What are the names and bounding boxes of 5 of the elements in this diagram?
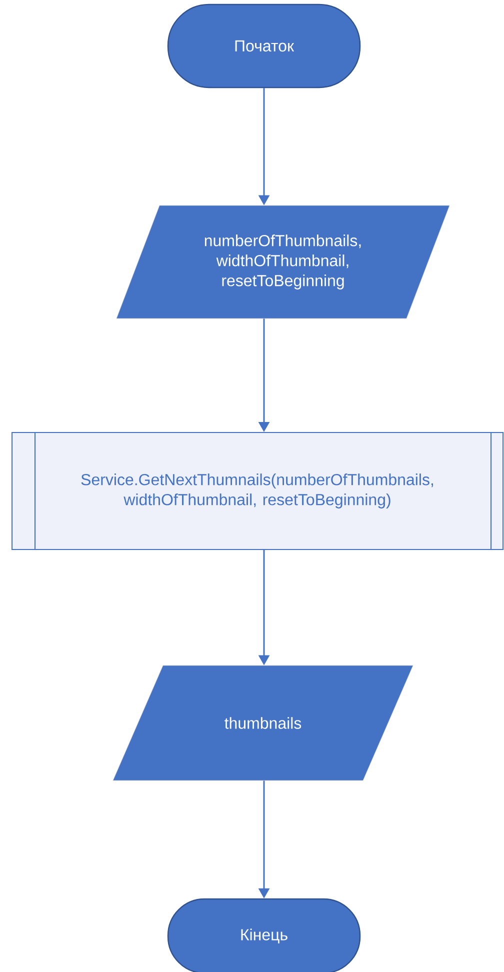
data-parallelogram: numberOfThumbnails, widthOfThumbnail, resetToBeginning [116, 205, 450, 319]
subprocess-box: Service.GetNextThumnails(numberOfThumbnails, widthOfThumbnail, resetToBeginning) [12, 432, 504, 550]
terminal-pill: Початок [167, 4, 361, 88]
terminal-pill: Кінець [167, 898, 361, 972]
data-parallelogram: thumbnails [112, 665, 414, 781]
